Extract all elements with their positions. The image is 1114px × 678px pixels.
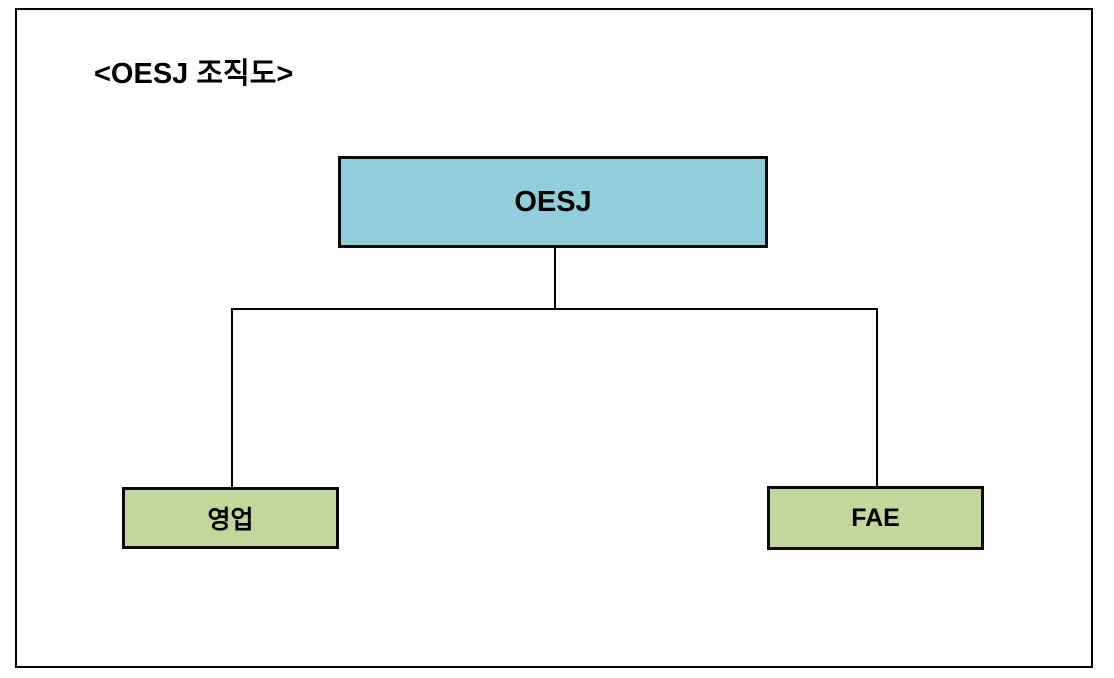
org-node-sales: 영업 (122, 487, 339, 549)
org-node-root-label: OESJ (514, 185, 592, 218)
org-node-sales-label: 영업 (207, 506, 254, 534)
diagram-title: <OESJ 조직도> (94, 58, 294, 90)
org-node-fae: FAE (767, 486, 984, 550)
connector-left-drop (231, 308, 233, 488)
connector-root-drop (554, 248, 556, 309)
org-node-root: OESJ (338, 156, 768, 248)
diagram-frame (15, 8, 1093, 668)
connector-right-drop (876, 308, 878, 487)
connector-horizontal (231, 308, 878, 310)
org-node-fae-label: FAE (851, 503, 900, 532)
